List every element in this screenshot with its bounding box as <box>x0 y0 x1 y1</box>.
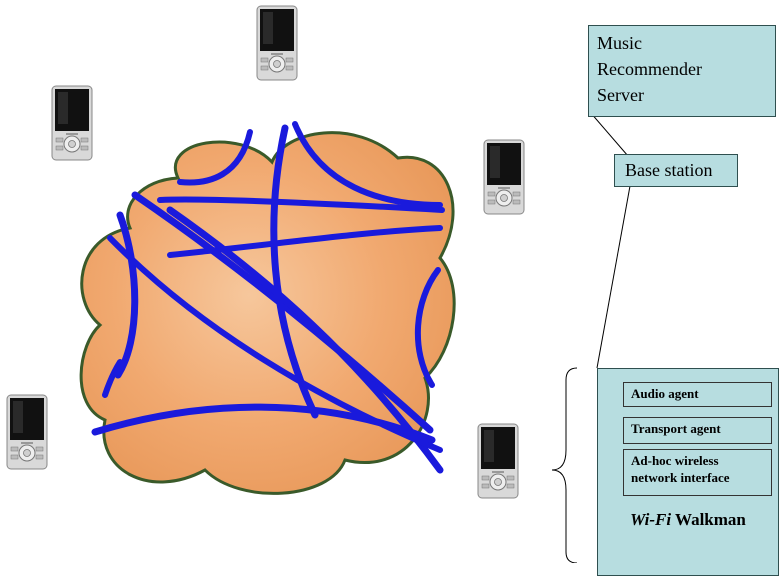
wireless-link <box>177 129 253 186</box>
walkman-label-italic: Wi-Fi <box>630 510 672 529</box>
walkman-device-icon <box>477 423 519 499</box>
base-station-box: Base station <box>614 154 738 187</box>
walkman-label-rest: Walkman <box>671 510 746 529</box>
wireless-link <box>292 121 443 208</box>
wireless-links <box>91 121 445 474</box>
wireless-link <box>167 225 443 258</box>
base-to-walkman-line <box>596 185 631 369</box>
audio-agent-box: Audio agent <box>623 382 772 407</box>
wifi-walkman-box: Audio agent Transport agent Ad-hoc wirel… <box>597 368 779 576</box>
walkman-device-icon <box>51 85 93 161</box>
wireless-link <box>114 211 139 379</box>
music-recommender-server-box: Music Recommender Server <box>588 25 776 117</box>
wireless-link <box>91 403 436 444</box>
connector-lines <box>589 111 631 369</box>
server-to-base-line <box>589 111 629 157</box>
walkman-device-icon <box>256 5 298 81</box>
adhoc-network-interface-box: Ad-hoc wireless network interface <box>623 449 772 496</box>
walkman-device-icon <box>6 394 48 470</box>
base-station-label: Base station <box>625 160 713 180</box>
curly-brace <box>551 367 578 563</box>
server-label-line: Recommender <box>597 59 702 79</box>
wireless-link <box>157 196 445 213</box>
wireless-link <box>102 359 123 398</box>
wireless-link <box>414 267 441 388</box>
server-label-line: Music <box>597 33 642 53</box>
transport-agent-box: Transport agent <box>623 417 772 444</box>
walkman-device-icon <box>483 139 525 215</box>
network-diagram <box>6 5 631 563</box>
walkman-label: Wi-Fi Walkman <box>598 510 778 530</box>
server-label-line: Server <box>597 85 644 105</box>
